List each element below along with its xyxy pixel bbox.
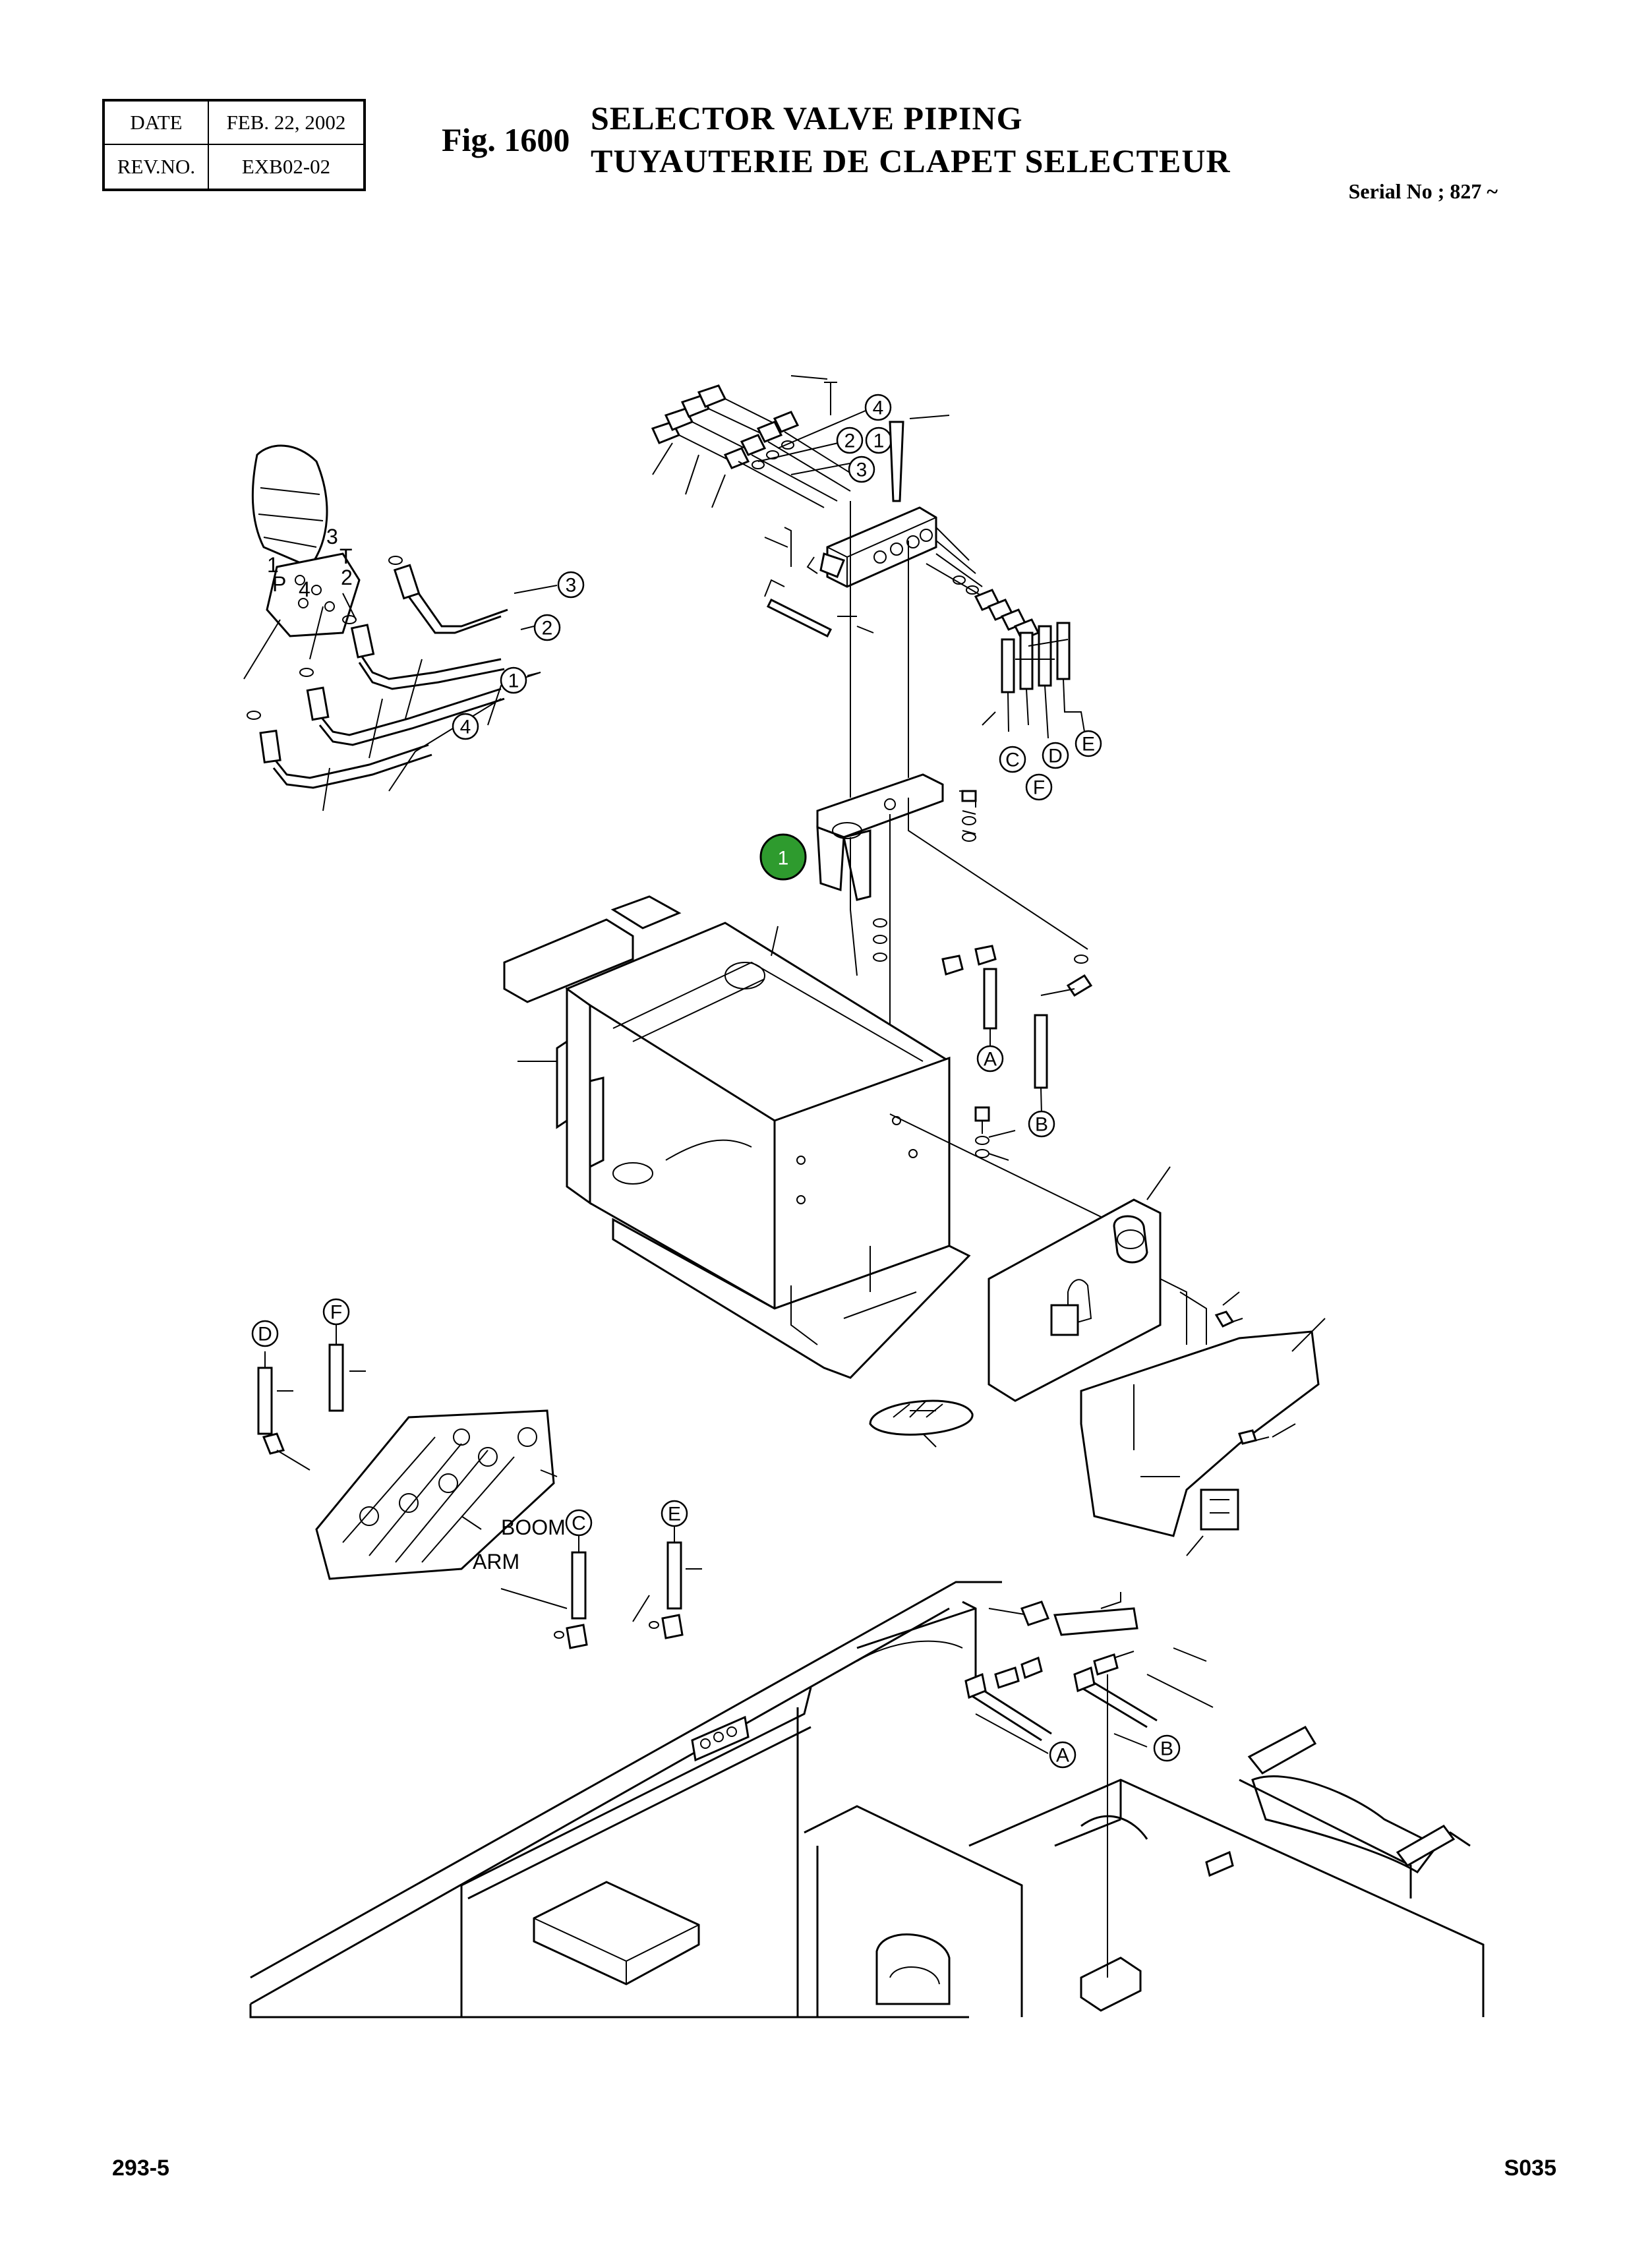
selector-valve-fittings-left	[651, 384, 864, 508]
date-row: DATE FEB. 22, 2002	[105, 102, 363, 145]
selector-valve-block	[806, 506, 937, 588]
title-english: SELECTOR VALVE PIPING	[591, 100, 1023, 136]
figure-number: Fig. 1600	[442, 121, 570, 158]
callout-c: C	[1005, 750, 1020, 771]
revision-row: REV.NO. EXB02-02	[105, 145, 363, 189]
callout-2: 2	[844, 430, 856, 452]
page-code: S035	[1504, 2156, 1556, 2181]
control-valve	[262, 1409, 558, 1580]
joystick-port-labels: 3 T 2 1 P 4	[267, 525, 353, 601]
title-french: TUYAUTERIE DE CLAPET SELECTEUR	[591, 142, 1231, 179]
callout-b: B	[1035, 1114, 1048, 1136]
callout-2: 2	[542, 618, 553, 639]
callout-1: 1	[508, 670, 519, 692]
callout-a: A	[984, 1049, 997, 1071]
joystick-assembly	[243, 444, 361, 680]
lower-hose-callouts: A B	[976, 1045, 1055, 1138]
main-frame	[503, 895, 971, 1379]
callout-4: 4	[873, 397, 884, 419]
serial-number: Serial No ; 827 ~	[1348, 179, 1498, 203]
callout-a: A	[1056, 1745, 1069, 1767]
callout-d: D	[1048, 746, 1063, 767]
date-label: DATE	[105, 102, 209, 144]
label-arm: ARM	[473, 1550, 519, 1574]
valve-output-callouts: C D E F	[999, 730, 1102, 801]
cover-plate	[1080, 1318, 1326, 1556]
revision-value: EXB02-02	[241, 155, 331, 178]
port-label-2: 2	[341, 566, 353, 589]
callout-f: F	[330, 1302, 342, 1324]
mounting-bracket	[816, 501, 1088, 1055]
page-number: 293-5	[112, 2156, 169, 2181]
valve-mount-bolts	[764, 375, 950, 638]
joystick-hose-callouts: 3 2 1 4	[452, 571, 585, 740]
control-valve-labels: BOOM ARM	[473, 1515, 566, 1574]
port-label-t: T	[339, 544, 353, 568]
port-label-3: 3	[326, 525, 338, 548]
callout-1: 1	[873, 430, 885, 452]
pump-bracket	[988, 1166, 1243, 1402]
callout-e: E	[668, 1504, 681, 1525]
joystick-hoses	[247, 556, 558, 811]
foot-pedal	[869, 1399, 974, 1448]
callout-f: F	[1033, 777, 1045, 799]
floor-hose-callouts: A B	[1049, 1734, 1181, 1769]
valve-port-callouts: 4 2 1 3	[757, 394, 893, 483]
lower-frame	[249, 1581, 1485, 2018]
label-boom: BOOM	[501, 1515, 566, 1539]
callout-3: 3	[566, 575, 577, 597]
revision-table: DATE FEB. 22, 2002 REV.NO. EXB02-02	[102, 99, 366, 191]
callout-b: B	[1160, 1738, 1173, 1760]
port-label-4: 4	[299, 577, 310, 601]
highlight-callout-label: 1	[778, 848, 789, 869]
port-label-1: 1	[267, 553, 279, 577]
date-value: FEB. 22, 2002	[226, 111, 346, 134]
port-label-p: P	[272, 572, 286, 596]
highlight-callout-1[interactable]: 1	[759, 833, 807, 881]
selector-valve-fittings-right	[926, 527, 1085, 739]
callout-d: D	[258, 1324, 272, 1345]
callout-4: 4	[460, 717, 471, 738]
callout-3: 3	[856, 459, 868, 481]
callout-c: C	[572, 1513, 586, 1535]
lower-fittings	[873, 918, 1093, 1115]
callout-e: E	[1082, 734, 1095, 755]
revision-label: REV.NO.	[105, 145, 209, 189]
floor-hoses	[964, 1592, 1214, 1978]
control-valve-hoses	[257, 1325, 702, 1649]
control-valve-callouts: D F C E	[251, 1298, 688, 1537]
